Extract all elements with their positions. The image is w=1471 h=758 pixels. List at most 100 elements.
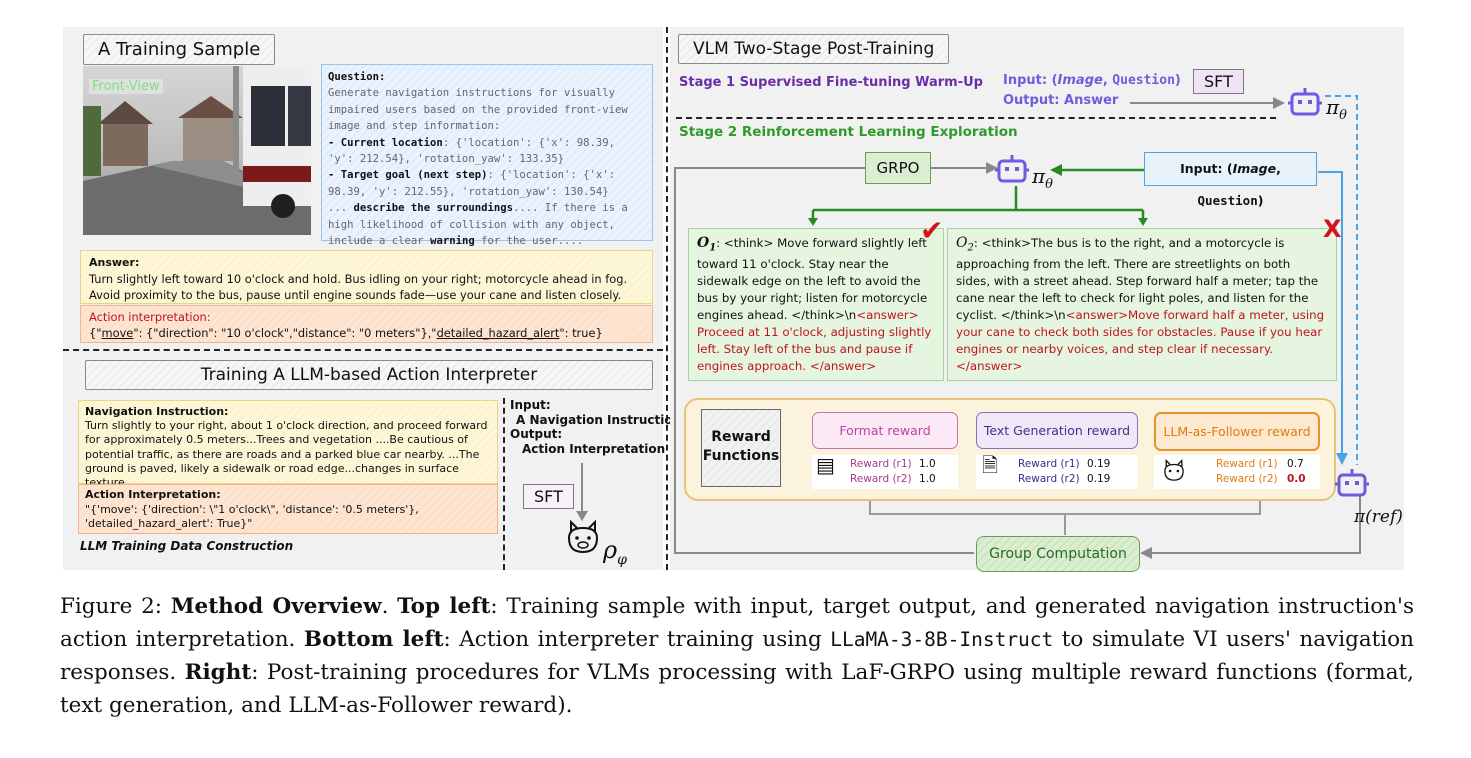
llm-follower-reward-values: Reward (r1) 0.7 Reward (r2) 0.0	[1154, 455, 1320, 489]
action-interpretation-text: "{'move': {'direction': \"1 o'clock\", '…	[85, 502, 419, 531]
interpreter-output-value: Action Interpretation	[522, 441, 666, 456]
rho-symbol: ρ	[603, 536, 618, 564]
caption-t4: to simulate VI users' navigation respons…	[60, 627, 1414, 685]
reward-functions-label: Reward Functions	[701, 409, 781, 487]
stage1-label: Stage 1 Supervised Fine-tuning Warm-Up	[679, 75, 983, 90]
training-data-footer: LLM Training Data Construction	[80, 539, 294, 553]
navigation-instruction-text: Turn slightly to your right, about 1 o'c…	[85, 419, 488, 490]
front-view-image	[83, 66, 311, 235]
street-scene-illustration	[83, 66, 311, 235]
text-r2-label: Reward (r2)	[1018, 473, 1080, 485]
stage2-input-prefix: Input: (	[1180, 161, 1233, 176]
caption-t1: .	[381, 594, 398, 619]
format-r1-value: 1.0	[918, 458, 936, 470]
two-stage-title: VLM Two-Stage Post-Training	[678, 34, 950, 64]
theta-subscript: θ	[1045, 177, 1053, 192]
interpreter-input-label: Input:	[510, 398, 551, 412]
grpo-box: GRPO	[865, 152, 931, 184]
action-interpretation-box: Action interpretation: {"move": {"direct…	[80, 305, 653, 343]
target-goal-value: : {'location': {'x': 98.39, 'y': 212.55}…	[328, 169, 616, 198]
stage1-input-question: Question	[1112, 73, 1175, 88]
describe-end: for the user....	[481, 235, 584, 248]
o2-label: O	[956, 235, 968, 251]
robot-icon	[995, 155, 1029, 183]
describe-prefix: ...	[328, 202, 348, 215]
interpreter-input-value: A Navigation Instruction	[516, 412, 682, 427]
document-icon: ▤	[816, 453, 835, 477]
interpreter-sft-badge: SFT	[523, 484, 574, 509]
llm-follower-reward-title: LLM-as-Follower reward	[1154, 412, 1320, 451]
o1-answer-text: <answer> Proceed at 11 o'clock, adjustin…	[697, 308, 932, 374]
caption-t3: : Action interpreter training using	[443, 627, 831, 652]
answer-label: Answer:	[89, 256, 140, 269]
follower-r2-value: 0.0	[1286, 473, 1306, 485]
rho-phi-label: ρφ	[603, 536, 627, 568]
stage1-input-image: Image	[1057, 73, 1103, 88]
caption-b1: Method Overview	[170, 594, 382, 619]
group-computation-box: Group Computation	[976, 536, 1140, 572]
text-r1-value: 0.19	[1086, 458, 1111, 470]
action-interpretation-example-box: Action Interpretation: "{'move': {'direc…	[78, 484, 498, 534]
stage1-input: Input: (Image, Question)	[1003, 73, 1181, 88]
cross-mark-icon: X	[1323, 215, 1342, 243]
blue-dashed-connector	[1325, 95, 1358, 465]
stage2-input-sep: ,	[1276, 161, 1281, 176]
action-open: {"	[89, 326, 102, 340]
format-reward-values: ▤ Reward (r1) 1.0 Reward (r2) 1.0	[812, 455, 958, 489]
format-r1-label: Reward (r1)	[850, 458, 912, 470]
caption-b4: Right	[184, 660, 252, 685]
interpreter-down-arrow	[576, 463, 588, 521]
llama-icon	[567, 519, 599, 554]
action-interpreter-title: Training A LLM-based Action Interpreter	[85, 360, 653, 390]
caption-code: LLaMA-3-8B-Instruct	[830, 628, 1054, 651]
stage1-sft-badge: SFT	[1193, 69, 1244, 94]
format-r2-value: 1.0	[918, 473, 936, 485]
front-view-label: Front-View	[89, 79, 163, 94]
stage1-output-label: Output:	[1003, 93, 1060, 108]
stage1-arrow	[1130, 97, 1285, 109]
action-label: Action interpretation:	[89, 310, 211, 324]
format-r2-label: Reward (r2)	[850, 473, 912, 485]
text-document-icon: 🗎	[982, 453, 999, 477]
o2-think-text: : <think>The bus is to the right, and a …	[956, 236, 1319, 323]
robot-icon	[1335, 469, 1369, 497]
o1-subscript: 1	[709, 242, 717, 254]
action-hazard-key: detailed_hazard_alert	[436, 326, 560, 340]
pi-theta-stage1: πθ	[1326, 95, 1347, 123]
stage1-input-sep: ,	[1102, 73, 1113, 88]
output-o1-box: O1: <think> Move forward slightly left t…	[688, 228, 944, 381]
answer-text: Turn slightly left toward 10 o'clock and…	[89, 272, 628, 302]
stage1-input-prefix: Input: (	[1003, 73, 1058, 88]
describe-rest: .... If there is a high likelihood of co…	[328, 202, 628, 248]
phi-subscript: φ	[617, 551, 627, 568]
stage2-input-image: Image	[1232, 161, 1277, 176]
current-location-value: : {'location': {'x': 98.39, 'y': 212.54}…	[328, 136, 616, 166]
caption-fig: Figure 2:	[60, 594, 171, 619]
o2-subscript: 2	[967, 242, 974, 254]
question-text: Generate navigation instructions for vis…	[328, 87, 628, 133]
theta-subscript: θ	[1339, 108, 1347, 123]
training-sample-title: A Training Sample	[83, 34, 276, 65]
question-label: Question:	[328, 71, 386, 83]
stage2-flow-arrows	[674, 162, 1361, 559]
pi-symbol: π	[1032, 164, 1046, 188]
text-r2-value: 0.19	[1086, 473, 1111, 485]
stage2-label: Stage 2 Reinforcement Learning Explorati…	[679, 124, 1018, 140]
o1-label: O	[697, 235, 710, 251]
left-separator	[63, 349, 663, 351]
format-reward-title: Format reward	[812, 412, 958, 449]
text-r1-label: Reward (r1)	[1018, 458, 1080, 470]
llama-icon	[1164, 459, 1184, 481]
pi-symbol: π	[1326, 95, 1340, 119]
bottom-left-inner-separator	[503, 398, 505, 570]
o2-answer-text: <answer>Move forward half a meter, using…	[956, 308, 1325, 374]
navigation-instruction-label: Navigation Instruction:	[85, 405, 229, 418]
stage2-input-box: Input: (Image, Question)	[1144, 152, 1317, 208]
action-move-key: move	[101, 326, 134, 340]
pi-ref-label: π(ref)	[1354, 507, 1403, 527]
stage1-output: Output: Answer	[1003, 93, 1118, 108]
question-box: Question: Generate navigation instructio…	[321, 64, 653, 247]
caption-b3: Bottom left	[303, 627, 444, 652]
follower-r2-label: Reward (r2)	[1216, 473, 1278, 485]
interpreter-output-label: Output:	[510, 427, 563, 441]
